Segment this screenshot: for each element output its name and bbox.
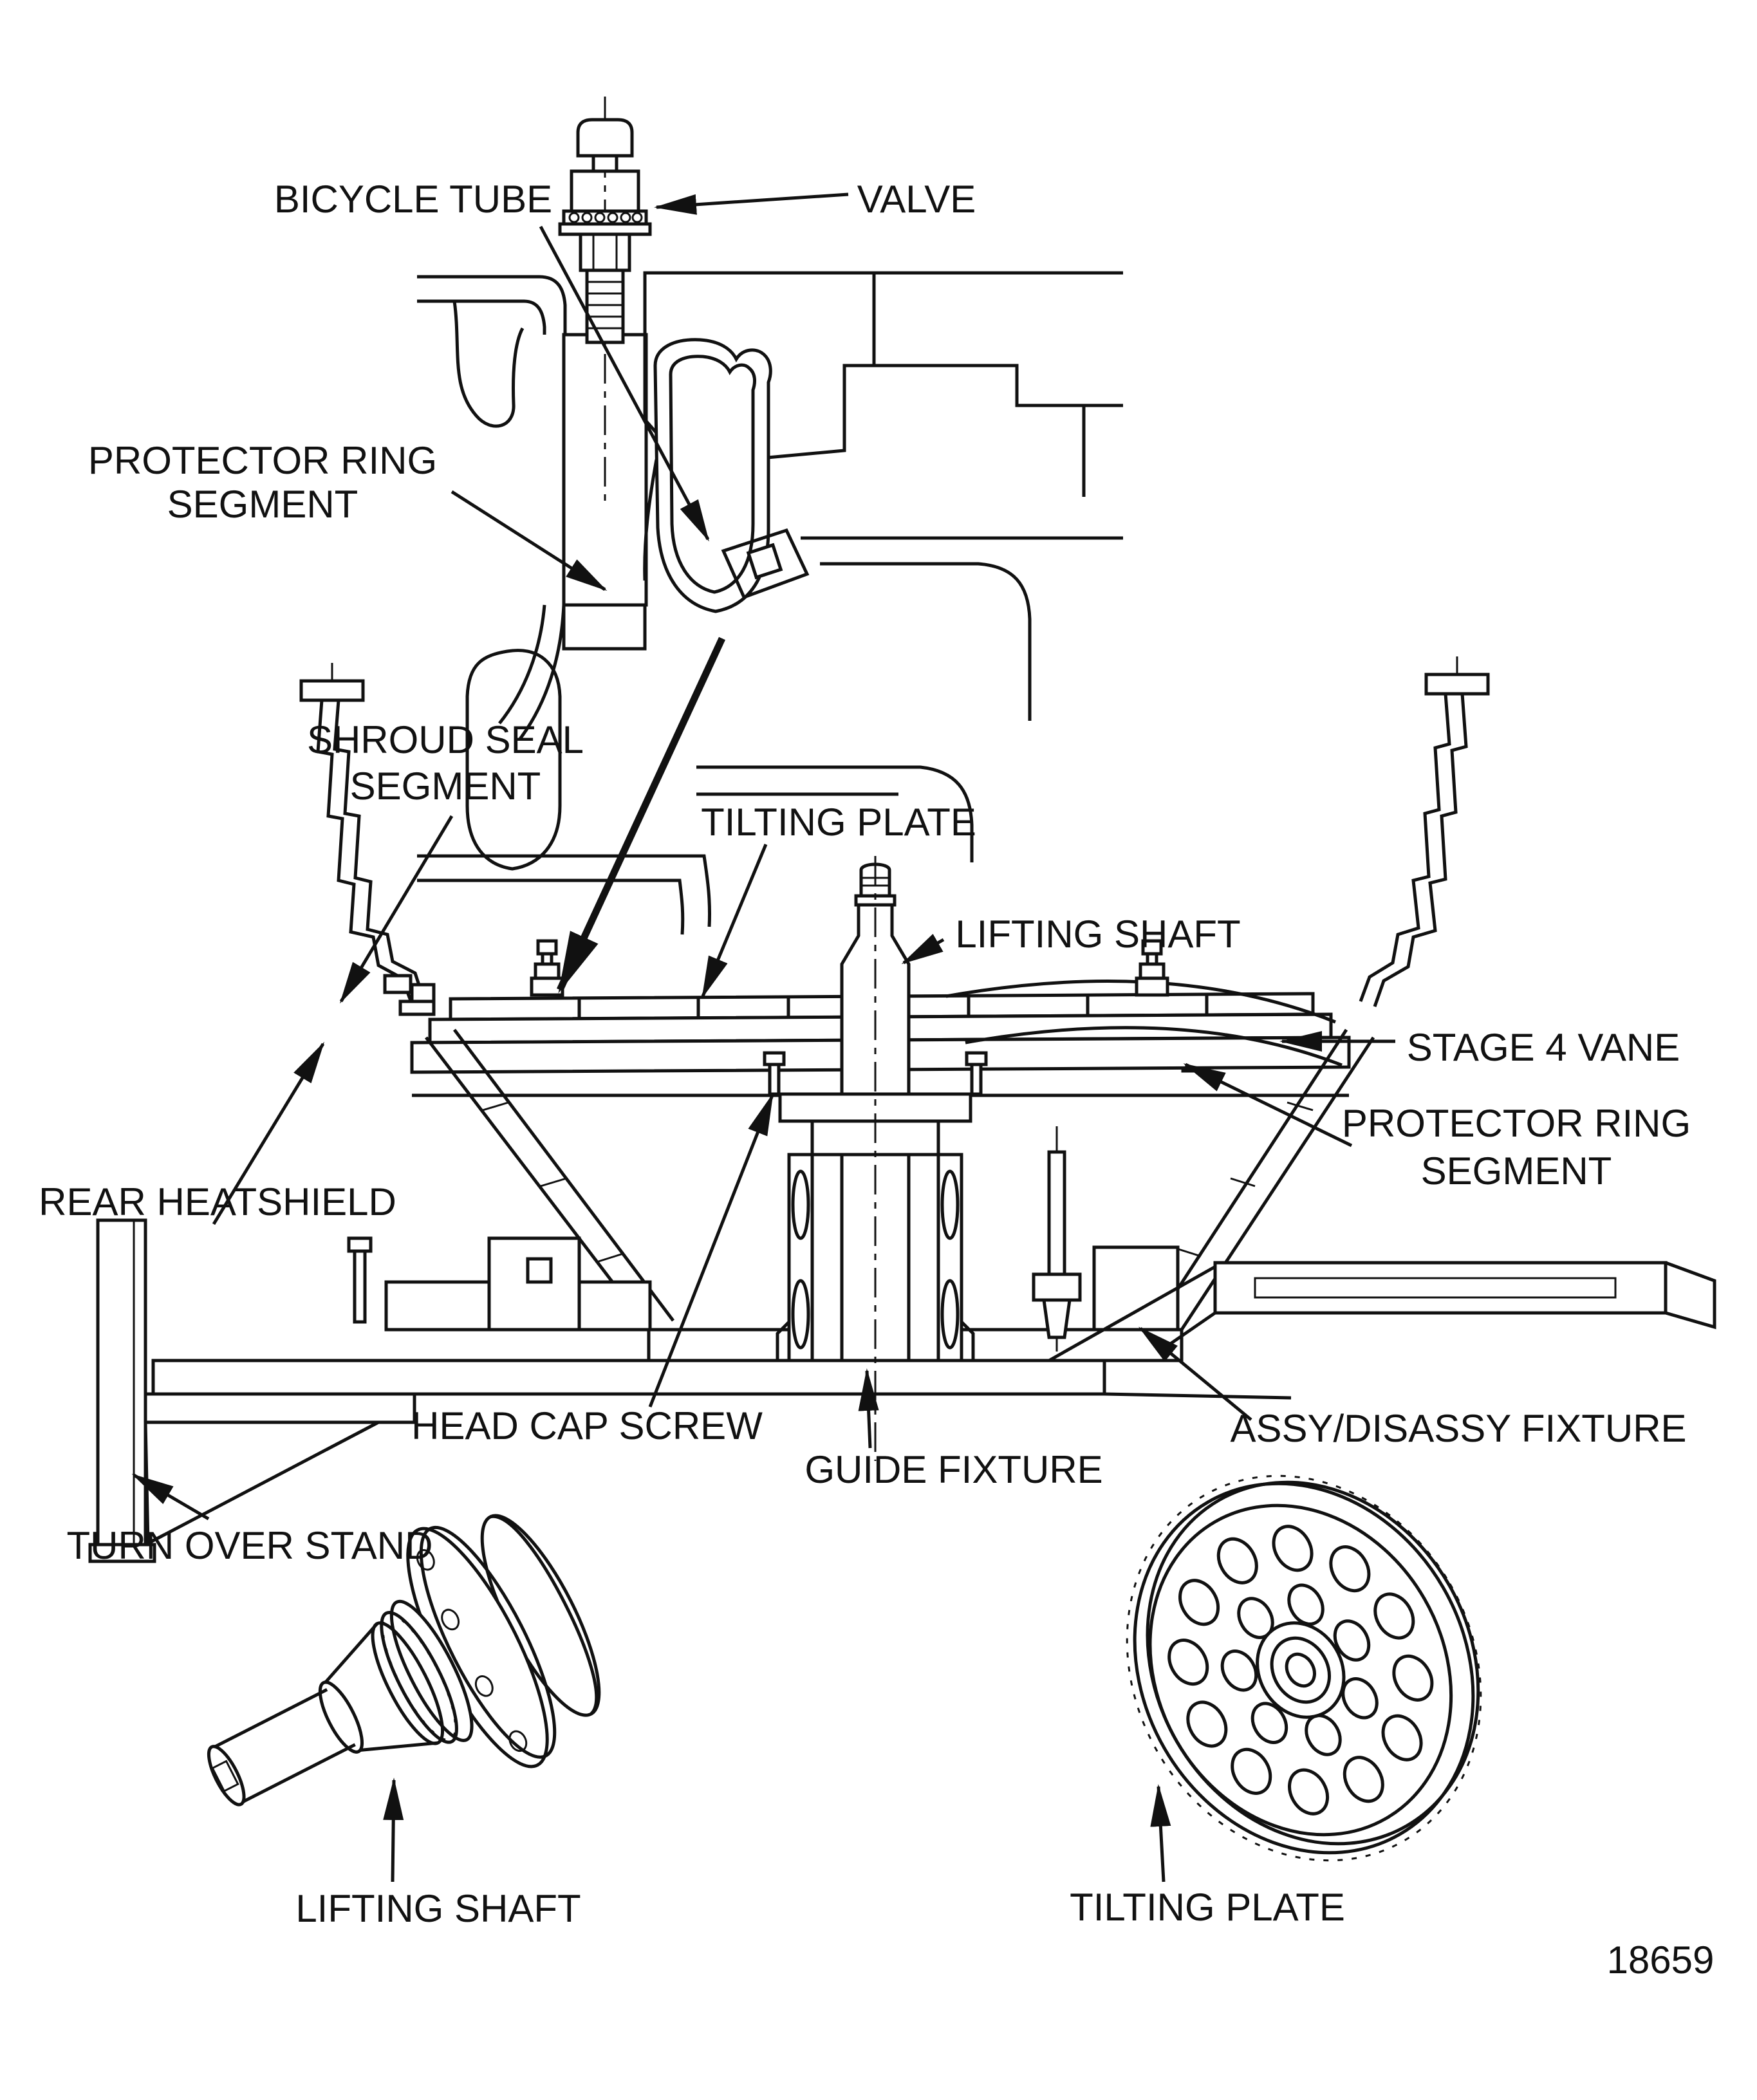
label-head-cap-screw: HEAD CAP SCREW [411, 1404, 763, 1447]
stand-foot [88, 1543, 156, 1563]
stand-shelf [144, 1392, 416, 1424]
rim-valve-stem-right [1135, 939, 1169, 997]
labels: BICYCLE TUBE VALVE PROTECTOR RING SEGMEN… [39, 178, 1714, 1982]
label-turn-over-stand: TURN OVER STAND [67, 1524, 433, 1567]
jack-screw [1047, 1150, 1066, 1276]
label-tilting-plate-mid: TILTING PLATE [701, 801, 976, 844]
lifting-shaft-leader-arrow [901, 934, 945, 965]
label-protector-ring-right-line1: PROTECTOR RING [1342, 1102, 1691, 1145]
left-case-wall [299, 663, 436, 1016]
label-guide-fixture: GUIDE FIXTURE [804, 1448, 1102, 1491]
hub-cluster [347, 1126, 1184, 1362]
valve-cap [576, 118, 634, 158]
leader-arrows [131, 192, 1395, 1882]
rear-heatshield-leader-arrow [212, 1041, 325, 1225]
lifting-shaft-bottom-leader-arrow [383, 1778, 404, 1882]
valve-seat-wedge [721, 528, 810, 600]
assy-disassy-fixture-base [151, 1261, 1716, 1400]
label-stage-4-vane: STAGE 4 VANE [1407, 1026, 1680, 1069]
tilting-plate-bottom-leader-arrow [1150, 1784, 1171, 1882]
bicycle-tube-leader-arrow [539, 225, 710, 542]
label-bicycle-tube: BICYCLE TUBE [274, 178, 552, 221]
tilting-plate-leader-arrow [701, 844, 768, 999]
label-shroud-seal-line2: SEGMENT [350, 765, 541, 808]
valve-assembly [558, 118, 652, 344]
plate-holes-outer-ring [1167, 1525, 1434, 1816]
lifting-shaft-3d-view [207, 1514, 601, 1807]
turn-over-stand-structure [88, 1218, 416, 1563]
fixture-bracket-arm [1213, 1261, 1668, 1315]
tilting-plate-3d-view [1126, 1474, 1482, 1862]
assy-disassy-leader-arrow [1138, 1326, 1252, 1421]
plate-center-hub [1256, 1621, 1346, 1719]
bicycle-tube-inner-wall [669, 355, 756, 594]
label-assy-disassy-fixture: ASSY/DISASSY FIXTURE [1230, 1407, 1686, 1450]
guide-fixture-leader-arrow [858, 1368, 879, 1449]
lifting-shaft-and-guide-fixture [763, 856, 988, 1461]
detail-callout-leader-arrow [557, 637, 725, 994]
protector-ring-left-leader-arrow [451, 490, 608, 591]
label-lifting-shaft-mid: LIFTING SHAFT [955, 913, 1240, 956]
label-tilting-plate-bottom: TILTING PLATE [1070, 1886, 1345, 1929]
detail-view-cross-section [417, 97, 1123, 935]
label-protector-ring-right-line2: SEGMENT [1421, 1149, 1612, 1193]
label-protector-ring-left-line1: PROTECTOR RING [88, 439, 437, 482]
protector-ring-segment-part [562, 603, 647, 651]
shaft-tip [207, 1745, 246, 1807]
valve-leader-arrow [654, 192, 849, 215]
head-cap-screw-left [763, 1051, 786, 1096]
figure-number: 18659 [1607, 1938, 1715, 1982]
turn-over-stand-leader-arrow [131, 1473, 210, 1521]
label-lifting-shaft-bottom: LIFTING SHAFT [295, 1887, 581, 1930]
main-view-cross-section [88, 656, 1716, 1563]
label-valve: VALVE [857, 178, 976, 221]
head-cap-screw-leader-arrow [648, 1093, 774, 1408]
protector-ring-right-leader-arrow [1183, 1063, 1353, 1148]
label-shroud-seal-line1: SHROUD SEAL [307, 718, 584, 761]
label-protector-ring-left-line2: SEGMENT [167, 483, 358, 526]
shroud-seal-segment-part [383, 974, 413, 994]
label-rear-heatshield: REAR HEATSHIELD [39, 1180, 396, 1223]
stand-vertical-plate [96, 1218, 147, 1552]
head-cap-screw-right [965, 1051, 988, 1096]
rim-valve-stem-left [530, 939, 564, 997]
vane-cavity [465, 649, 562, 871]
shroud-seal-leader-arrow [339, 815, 454, 1004]
plate-face [1148, 1503, 1453, 1837]
